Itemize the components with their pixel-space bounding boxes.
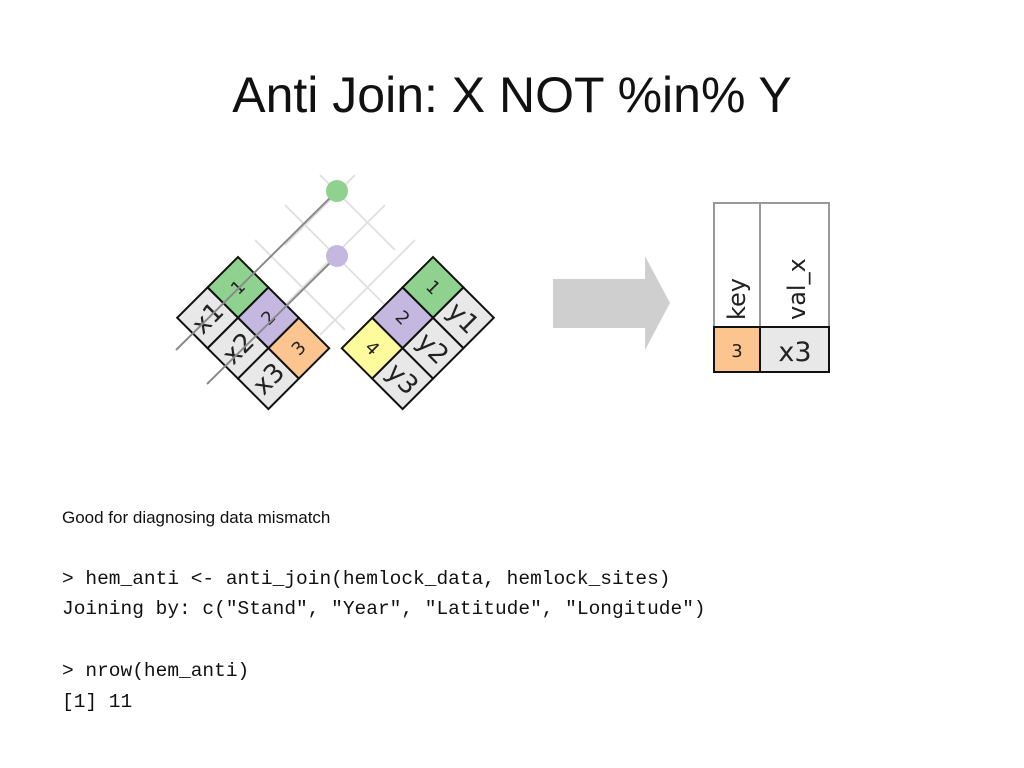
match-line-2 (206, 255, 338, 385)
y-table: 1 2 4 y2 y1 y3 (340, 255, 496, 411)
code-line: > hem_anti <- anti_join(hemlock_data, he… (62, 568, 671, 590)
slide-note: Good for diagnosing data mismatch (62, 508, 331, 527)
y-value-cell (370, 346, 435, 411)
slide-title: Anti Join: X NOT %in% Y (232, 67, 792, 123)
code-line: [1] 11 (62, 691, 133, 713)
result-value-cell (759, 326, 830, 373)
anti-join-diagram: 1 2 3 x1 x2 x3 1 2 4 y2 y1 y3 (175, 174, 830, 411)
match-line-1 (175, 190, 338, 351)
x-value-cell (236, 346, 301, 411)
x-table: 1 2 3 x1 x2 x3 (175, 255, 331, 411)
result-header-val: val_x (783, 258, 811, 320)
code-line: > nrow(hem_anti) (62, 660, 250, 682)
match-dot-purple (326, 245, 348, 267)
result-key-cell (713, 326, 761, 373)
result-table: key val_x 3 x3 (713, 202, 830, 373)
right-arrow-icon (553, 256, 670, 350)
match-dot-green (326, 180, 348, 202)
code-line: Joining by: c("Stand", "Year", "Latitude… (62, 598, 706, 620)
result-val-value: x3 (778, 337, 811, 368)
result-header-key: key (723, 278, 751, 320)
result-key-value: 3 (731, 341, 742, 362)
